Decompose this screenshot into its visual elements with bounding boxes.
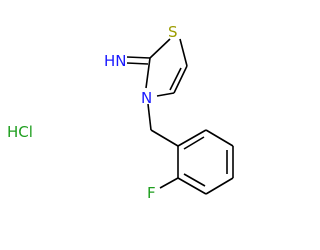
- bond-c5-c4: [173, 65, 188, 94]
- imine-nitrogen-label: HN: [104, 52, 127, 70]
- benzene-ring: [177, 129, 234, 195]
- bond-s-c5: [179, 38, 188, 67]
- benzyl-linker: [147, 103, 179, 147]
- thiazoline-ring: [145, 38, 188, 97]
- bond-s-c2: [149, 38, 171, 59]
- bond-c-f: [159, 177, 179, 189]
- chemical-structure-diagram: S N HN F HCl: [7, 23, 234, 202]
- hcl-salt-label: HCl: [7, 123, 33, 141]
- fluorine-atom-label: F: [147, 184, 156, 202]
- bond-n3-c2: [145, 57, 151, 89]
- sulfur-atom-label: S: [168, 23, 178, 41]
- bond-c5-c4-double: [169, 67, 182, 91]
- bond-c4-n3: [156, 92, 175, 97]
- ring-nitrogen-label: N: [141, 89, 152, 107]
- imine-double-bond: [126, 56, 151, 65]
